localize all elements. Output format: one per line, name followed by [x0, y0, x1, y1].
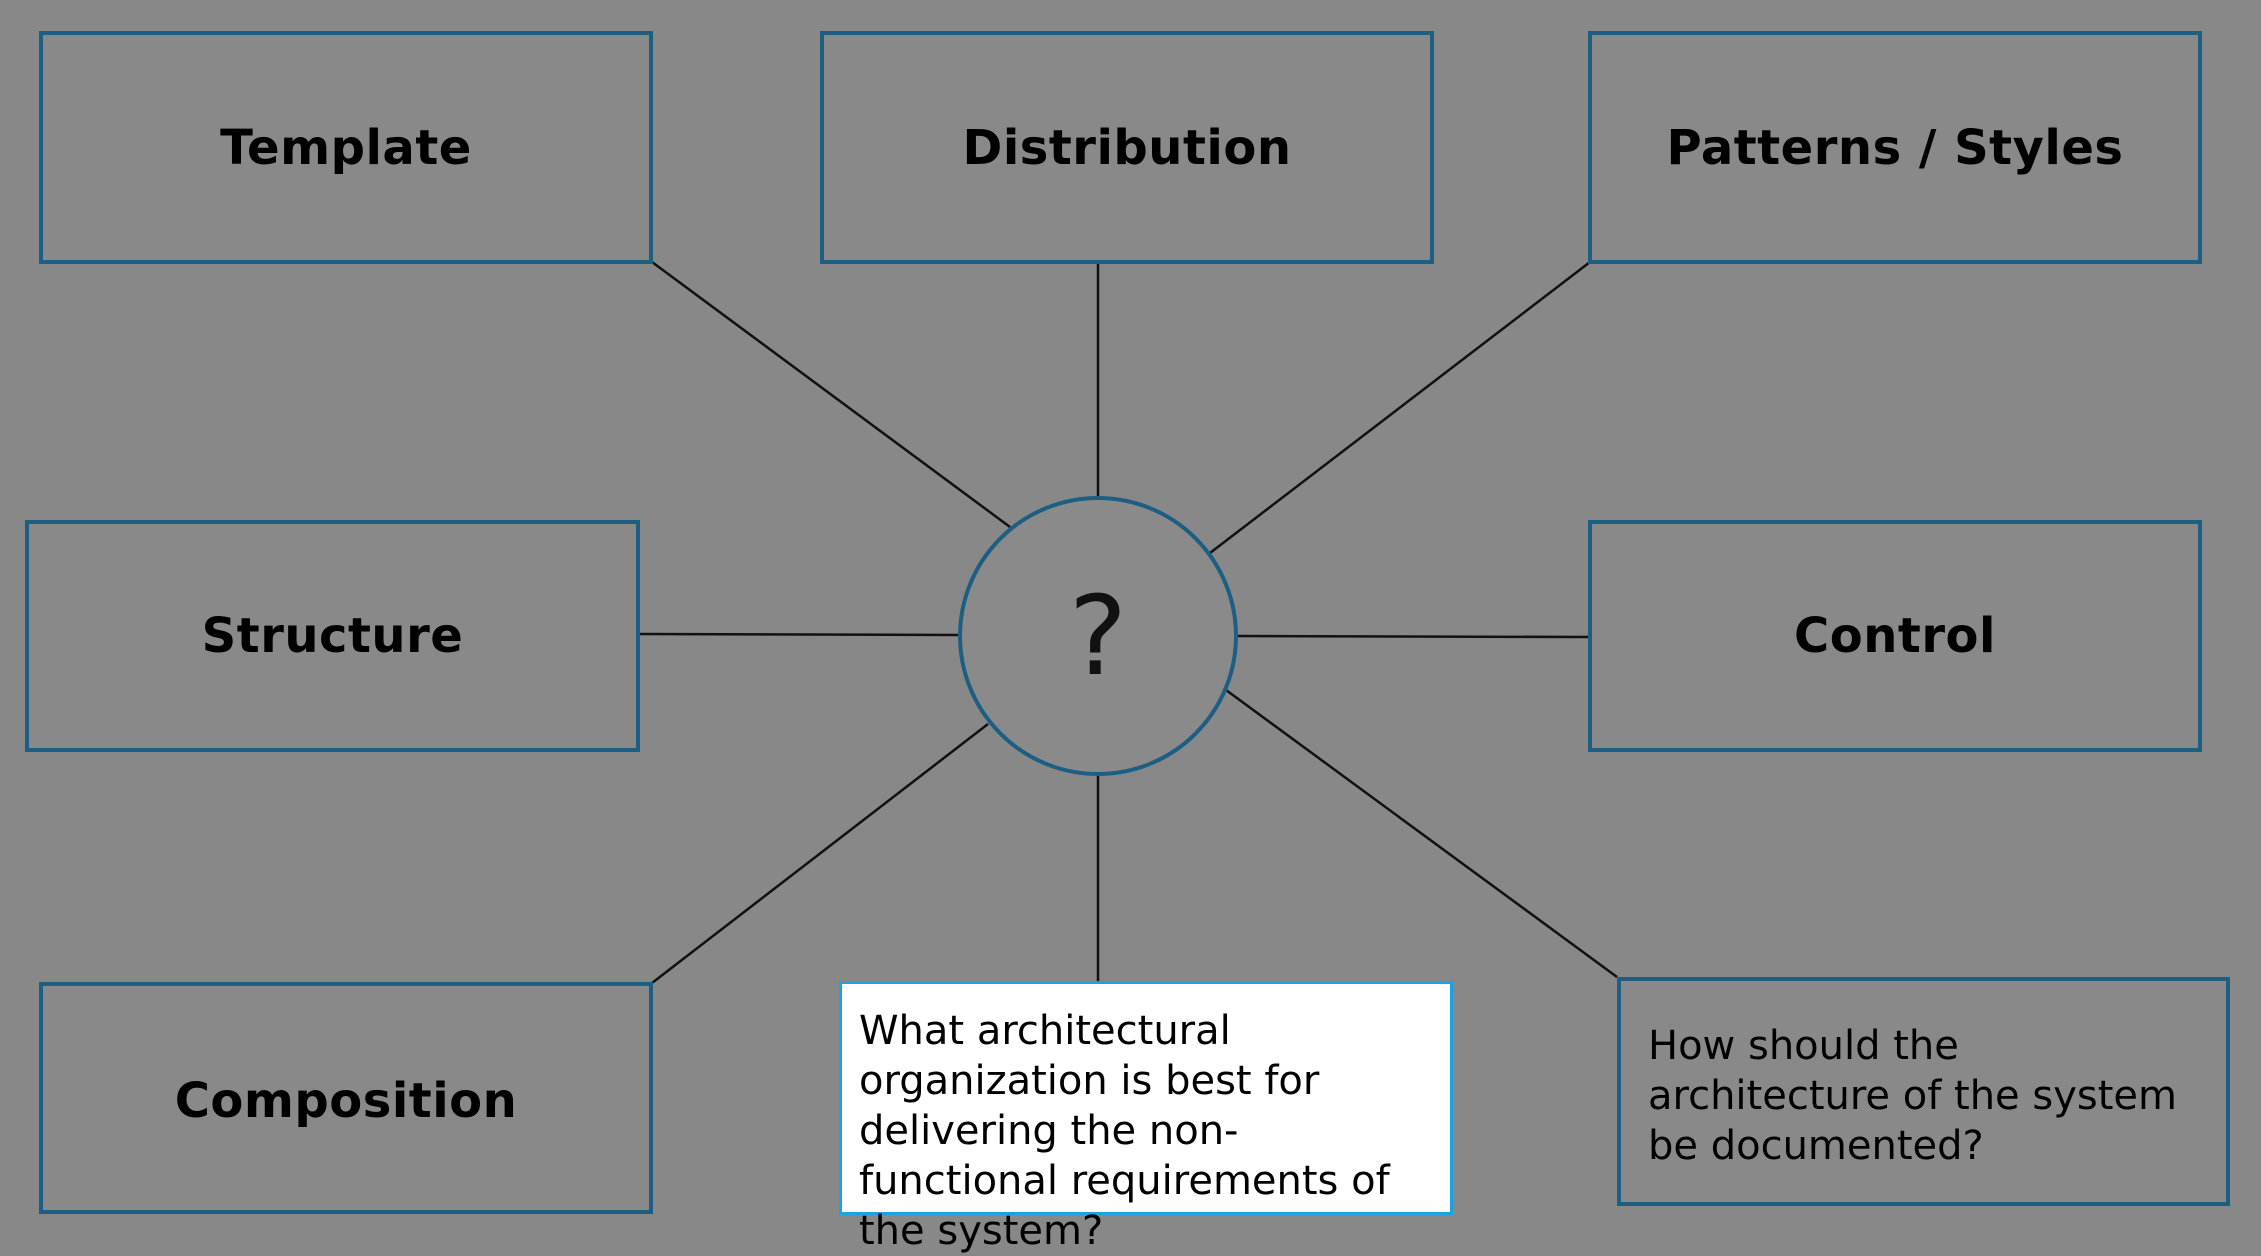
- question-organization: What architectural organization is best …: [839, 981, 1453, 1254]
- node-patterns-styles-label: Patterns / Styles: [1666, 119, 2124, 176]
- node-distribution: Distribution: [820, 31, 1434, 264]
- node-control-label: Control: [1794, 608, 1996, 664]
- node-distribution-label: Distribution: [962, 119, 1292, 176]
- node-structure-label: Structure: [201, 608, 464, 664]
- node-patterns-styles: Patterns / Styles: [1588, 31, 2202, 264]
- connector-documentation: [1225, 688, 1618, 979]
- node-composition: Composition: [39, 982, 653, 1214]
- node-composition-label: Composition: [174, 1073, 518, 1129]
- connector-control: [1237, 634, 1591, 639]
- node-template: Template: [39, 31, 653, 264]
- node-template-label: Template: [220, 119, 472, 176]
- connector-structure: [637, 632, 959, 637]
- center-hub-label: ?: [1068, 572, 1128, 700]
- connector-patterns: [1209, 261, 1591, 554]
- connector-template: [651, 260, 1011, 529]
- node-structure: Structure: [25, 520, 640, 752]
- question-documentation: How should the architecture of the syste…: [1617, 977, 2230, 1206]
- node-control: Control: [1588, 520, 2202, 752]
- center-hub: ?: [958, 496, 1238, 776]
- connector-composition: [651, 723, 989, 984]
- question-documentation-text: How should the architecture of the syste…: [1648, 1023, 2177, 1169]
